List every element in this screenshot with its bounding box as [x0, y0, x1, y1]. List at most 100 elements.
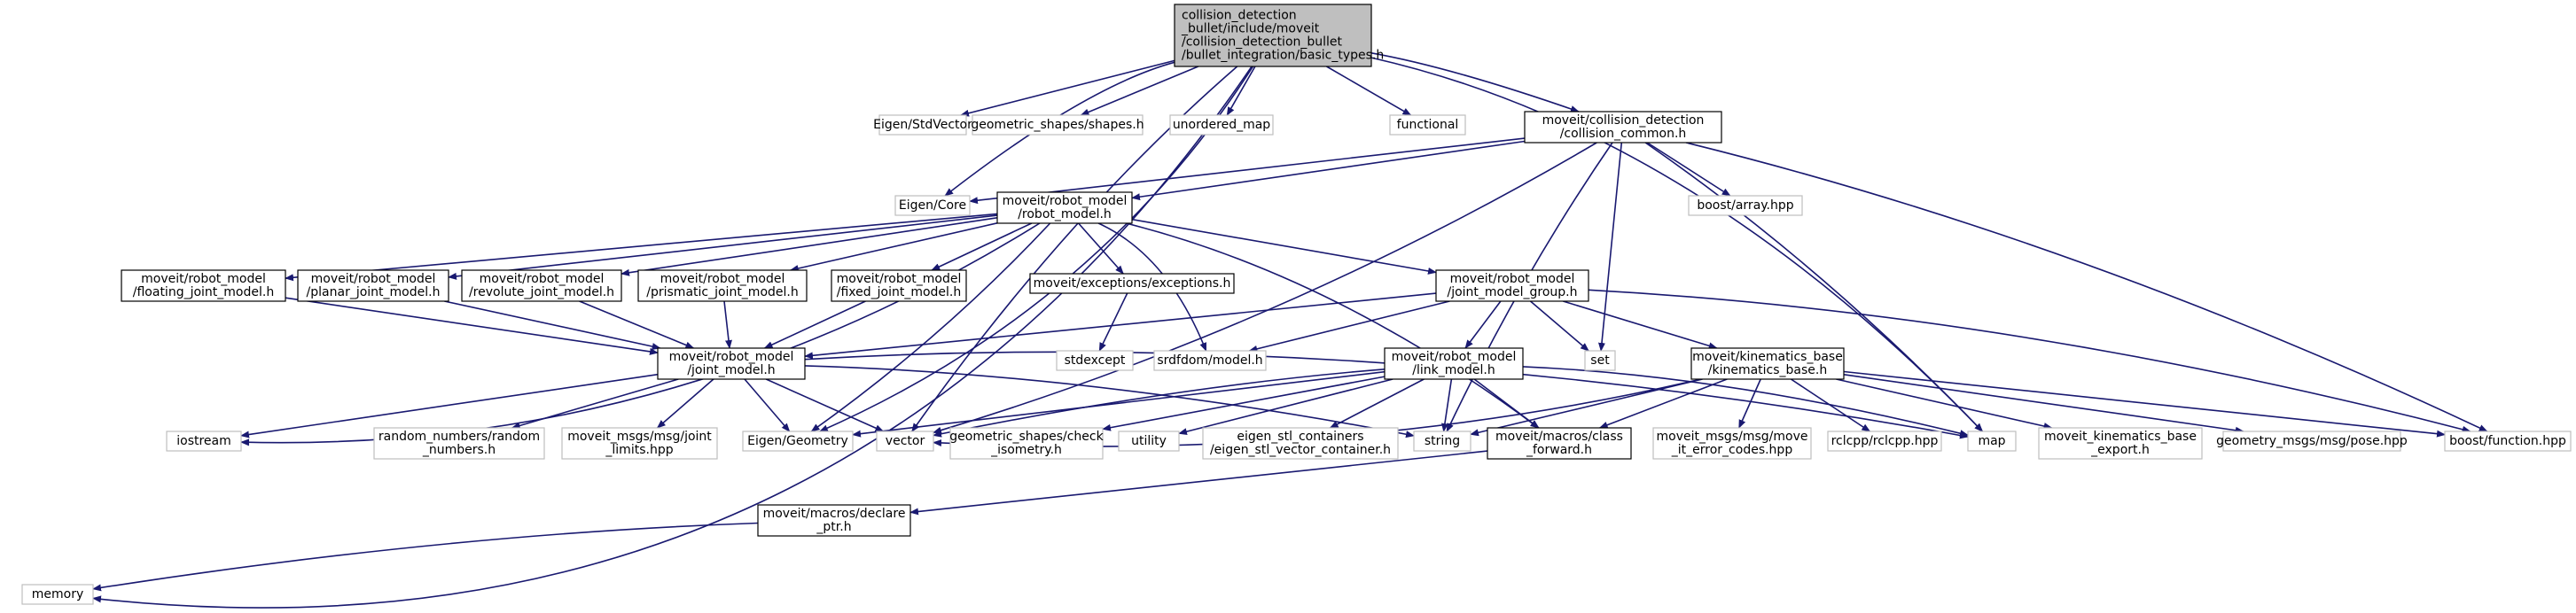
edge-link_model-to-utility	[1178, 378, 1393, 436]
node-box-revolute_joint	[461, 269, 622, 302]
node-label: map	[1978, 434, 2005, 448]
node-label: /eigen_stl_vector_container.h	[1210, 443, 1391, 457]
node-label: _it_error_codes.hpp	[1671, 443, 1793, 457]
node-label: /collision_common.h	[1560, 127, 1687, 141]
node-label: moveit/robot_model	[660, 272, 785, 286]
node-label: /revolute_joint_model.h	[469, 285, 614, 299]
edge-link_model-to-check_isometry	[1102, 376, 1386, 431]
node-exceptions[interactable]: moveit/exceptions/exceptions.h	[1029, 273, 1235, 294]
node-label: moveit_msgs/msg/move	[1657, 430, 1808, 444]
node-link_model[interactable]: moveit/robot_model/link_model.h	[1384, 347, 1524, 380]
node-box-string	[1413, 431, 1471, 452]
edge-kinematics_base-to-move_it_error_codes	[1738, 378, 1761, 429]
node-label: iostream	[176, 434, 231, 448]
node-label: unordered_map	[1173, 118, 1270, 132]
node-label: /joint_model.h	[687, 363, 775, 377]
edge-collision_common-to-robot_model	[1131, 140, 1526, 201]
node-box-unordered_map	[1169, 114, 1274, 136]
node-label: random_numbers/random	[379, 430, 540, 444]
edge-joint_model-to-vector	[765, 378, 885, 432]
node-label: memory	[32, 587, 84, 601]
edge-fixed_joint-to-joint_model	[763, 300, 866, 349]
node-label: moveit/robot_model	[837, 272, 962, 286]
node-joint_limits: moveit_msgs/msg/joint_limits.hpp	[561, 427, 718, 460]
node-fixed_joint[interactable]: moveit/robot_model/fixed_joint_model.h	[831, 269, 967, 302]
node-label: /floating_joint_model.h	[133, 285, 274, 299]
node-box-eigen_stl	[1202, 427, 1399, 460]
edge-joint_model-to-map	[804, 351, 1969, 439]
node-box-planar_joint	[297, 269, 449, 302]
node-map: map	[1967, 431, 2017, 452]
node-label: /prismatic_joint_model.h	[646, 285, 798, 299]
node-label: /joint_model_group.h	[1448, 285, 1578, 299]
node-robot_model[interactable]: moveit/robot_model/robot_model.h	[996, 191, 1133, 224]
edge-joint_model_group-to-boost_function	[1588, 289, 2471, 433]
node-string: string	[1413, 431, 1471, 452]
edge-link_model-to-eigen_stl	[1329, 378, 1425, 429]
node-box-joint_limits	[561, 427, 718, 460]
node-joint_model[interactable]: moveit/robot_model/joint_model.h	[657, 347, 806, 380]
node-check_isometry: geometric_shapes/check_isometry.h	[949, 427, 1105, 460]
node-box-eigen_geometry	[742, 431, 854, 452]
node-box-eigen_stdvector	[878, 114, 967, 136]
edge-root-to-unordered_map	[1226, 66, 1256, 116]
node-pose: geometry_msgs/msg/pose.hpp	[2216, 431, 2408, 452]
node-box-vector	[876, 431, 934, 452]
edge-floating_joint-to-joint_model	[285, 297, 659, 355]
node-box-map	[1967, 431, 2017, 452]
node-box-functional	[1389, 114, 1466, 136]
edge-robot_model-to-planar_joint	[448, 214, 998, 280]
node-label: /kinematics_base.h	[1708, 363, 1827, 377]
node-label: moveit_kinematics_base	[2044, 430, 2197, 444]
edge-root-to-functional	[1326, 66, 1412, 116]
node-floating_joint[interactable]: moveit/robot_model/floating_joint_model.…	[121, 269, 286, 302]
node-label: stdexcept	[1065, 353, 1126, 368]
edge-robot_model-to-eigen_geometry	[810, 222, 1051, 432]
node-random_numbers: random_numbers/random_numbers.h	[373, 427, 545, 460]
node-box-robot_model	[996, 191, 1133, 224]
node-label: /fixed_joint_model.h	[837, 285, 962, 299]
node-label: _isometry.h	[990, 443, 1062, 457]
edge-joint_model-to-eigen_geometry	[744, 378, 791, 432]
edge-root-to-eigen_core	[944, 61, 1175, 197]
edge-collision_common-to-vector	[933, 142, 1597, 434]
node-prismatic_joint[interactable]: moveit/robot_model/prismatic_joint_model…	[637, 269, 808, 302]
node-box-iostream	[166, 431, 242, 452]
node-rclcpp: rclcpp/rclcpp.hpp	[1827, 431, 1942, 452]
node-planar_joint[interactable]: moveit/robot_model/planar_joint_model.h	[297, 269, 449, 302]
node-label: moveit/macros/class	[1495, 430, 1623, 444]
node-label: moveit/exceptions/exceptions.h	[1034, 276, 1231, 291]
node-declare_ptr[interactable]: moveit/macros/declare_ptr.h	[757, 504, 911, 537]
node-revolute_joint[interactable]: moveit/robot_model/revolute_joint_model.…	[461, 269, 622, 302]
node-label: _forward.h	[1526, 443, 1592, 457]
edge-kinematics_base-to-pose	[1843, 374, 2244, 434]
edge-link_model-to-string	[1440, 378, 1453, 432]
edge-collision_common-to-eigen_core	[969, 137, 1526, 205]
node-root: collision_detection_bullet/include/movei…	[1174, 4, 1384, 67]
node-box-boost_function	[2444, 431, 2572, 452]
node-label: _bullet/include/moveit	[1181, 22, 1320, 36]
node-srdfdom: srdfdom/model.h	[1153, 350, 1267, 371]
node-label: vector	[886, 434, 925, 448]
edge-collision_common-to-map	[1644, 142, 1984, 432]
node-box-memory	[21, 584, 94, 605]
node-box-check_isometry	[949, 427, 1104, 460]
node-kinematics_base[interactable]: moveit/kinematics_base/kinematics_base.h	[1690, 347, 1845, 380]
edge-link_model-to-eigen_geometry	[852, 370, 1386, 438]
node-boost_function: boost/function.hpp	[2444, 431, 2572, 452]
node-label: moveit/collision_detection	[1542, 113, 1705, 128]
node-collision_common[interactable]: moveit/collision_detection/collision_com…	[1524, 111, 1722, 144]
node-box-prismatic_joint	[637, 269, 808, 302]
node-label: boost/array.hpp	[1697, 198, 1793, 213]
node-label: collision_detection	[1182, 9, 1297, 23]
node-label: /planar_joint_model.h	[307, 285, 441, 299]
node-label: /robot_model.h	[1018, 207, 1112, 221]
node-label: moveit/robot_model	[1392, 350, 1517, 364]
node-class_forward[interactable]: moveit/macros/class_forward.h	[1487, 427, 1632, 460]
node-joint_model_group[interactable]: moveit/robot_model/joint_model_group.h	[1435, 269, 1589, 302]
edge-link_model-to-vector	[933, 369, 1386, 438]
node-box-srdfdom	[1153, 350, 1267, 371]
edge-planar_joint-to-joint_model	[444, 300, 661, 350]
node-label: functional	[1397, 118, 1459, 132]
